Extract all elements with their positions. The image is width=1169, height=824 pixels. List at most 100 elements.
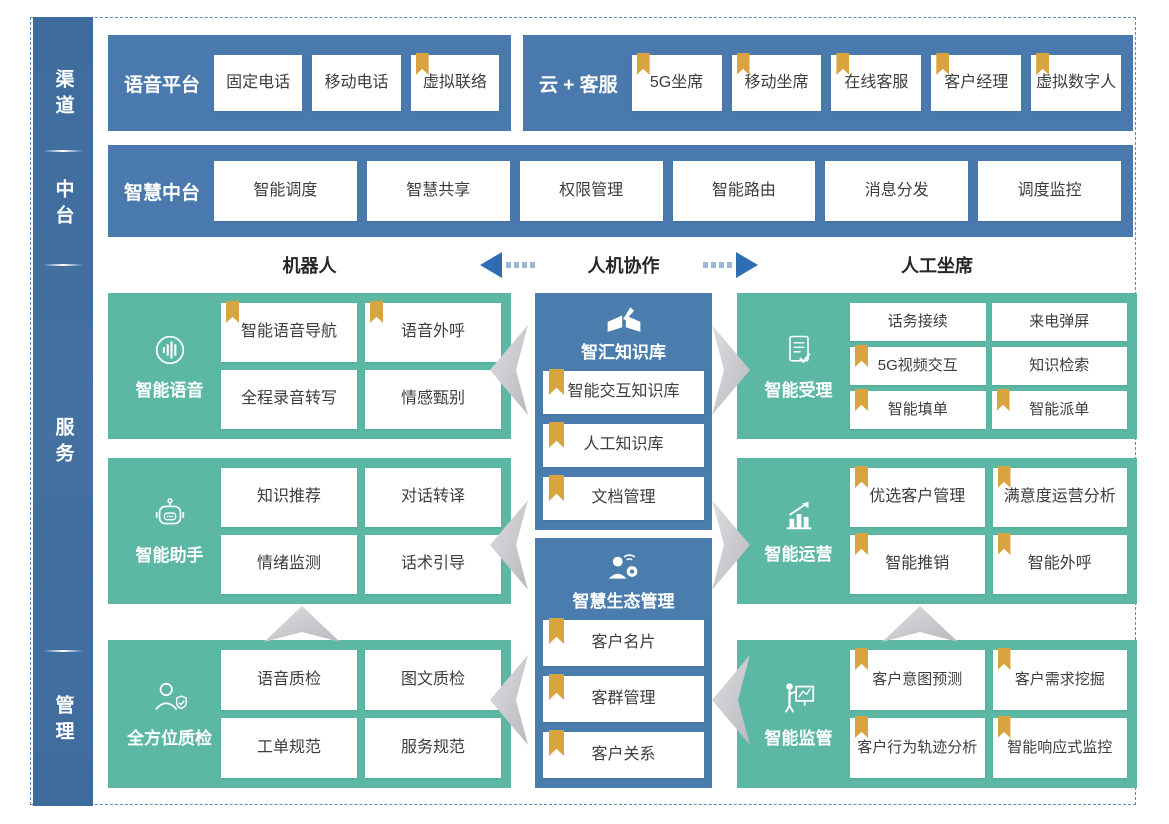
chip: 智能调度 [214, 161, 357, 221]
sidebar-label-channel: 渠道 [52, 69, 74, 121]
chip: 智能派单 [991, 389, 1127, 429]
chip: 客户需求挖掘 [992, 648, 1127, 710]
block-smart-operation: 智能运营 优选客户管理满意度运营分析智能推销智能外呼 [737, 458, 1137, 604]
block-knowledge-base-chips: 智能交互知识库人工知识库文档管理 [543, 369, 704, 520]
chip-label: 话术引导 [400, 555, 465, 573]
bookmark-icon [855, 466, 868, 488]
chip: 权限管理 [519, 161, 663, 221]
block-ecosystem-management-header: 智慧生态管理 [543, 546, 704, 620]
chip: 满意度运营分析 [992, 466, 1127, 527]
chip-label: 客群管理 [591, 689, 656, 707]
bookmark-icon [549, 674, 564, 700]
chip-label: 服务规范 [400, 738, 465, 756]
bookmark-icon [1036, 53, 1050, 75]
bookmark-icon [936, 53, 950, 75]
section-header-collab: 人机协作 [587, 256, 660, 276]
block-smart-assistant-label: 智能助手 [118, 468, 221, 594]
block-title: 智能监管 [764, 729, 833, 748]
band-voice-platform: 语音平台 固定电话移动电话虚拟联络 [108, 35, 511, 131]
chip-label: 客户行为轨迹分析 [857, 739, 978, 757]
chip-label: 客户需求挖掘 [1014, 671, 1105, 689]
bookmark-icon [415, 53, 429, 75]
chip: 客户关系 [543, 730, 704, 778]
chip-label: 调度监控 [1017, 181, 1082, 199]
band-cloud-service: 云 + 客服 5G坐席 移动坐席 在线客服 客户经理 虚拟数字人 [523, 35, 1133, 131]
chip: 文档管理 [543, 475, 704, 520]
chip-label: 智能推销 [885, 555, 950, 573]
chip: 智能响应式监控 [992, 716, 1127, 778]
chip-label: 权限管理 [559, 181, 624, 199]
chip: 智能交互知识库 [543, 369, 704, 414]
sidebar-divider [43, 150, 83, 152]
chip: 服务规范 [365, 718, 501, 778]
chip-label: 对话转译 [400, 488, 465, 506]
chip: 知识检索 [991, 347, 1127, 385]
chip-label: 消息分发 [864, 181, 929, 199]
section-header-robot: 机器人 [282, 256, 337, 276]
chip-label: 客户意图预测 [872, 671, 963, 689]
block-title: 智能助手 [135, 546, 204, 565]
block-smart-supervision-label: 智能监管 [747, 650, 850, 778]
chip: 客户名片 [543, 618, 704, 666]
chip: 话务接续 [850, 303, 986, 341]
sidebar-divider [43, 650, 83, 652]
chip-label: 满意度运营分析 [1003, 488, 1116, 506]
chip: 情感甄别 [365, 370, 501, 429]
knowledge-book-icon [604, 305, 644, 335]
bookmark-icon [549, 422, 564, 448]
bookmark-icon [855, 716, 868, 738]
chip-label: 智能填单 [887, 401, 948, 419]
chip-label: 客户名片 [591, 633, 656, 651]
chip-label: 来电弹屏 [1029, 313, 1090, 331]
chip: 移动电话 [312, 55, 401, 111]
bookmark-icon [855, 345, 868, 367]
chip: 虚拟数字人 [1031, 53, 1122, 111]
bookmark-icon [997, 533, 1011, 555]
presenter-board-icon [780, 679, 818, 717]
chip-label: 工单规范 [256, 738, 321, 756]
chip: 消息分发 [825, 161, 969, 221]
chip: 图文质检 [365, 650, 501, 710]
chip-label: 移动电话 [324, 73, 389, 91]
chip-label: 客户经理 [944, 73, 1009, 91]
band-mid-chips: 智能调度智慧共享权限管理智能路由消息分发调度监控 [214, 161, 1121, 221]
block-ecosystem-management: 智慧生态管理 客户名片客群管理客户关系 [535, 538, 712, 788]
chip: 人工知识库 [543, 422, 704, 467]
sidebar-divider [43, 264, 83, 266]
chip-label: 在线客服 [844, 73, 909, 91]
chip: 语音质检 [221, 650, 357, 710]
sidebar-label-midplatform: 中台 [52, 179, 74, 231]
chip: 话术引导 [365, 535, 501, 594]
robot-icon [151, 496, 189, 534]
block-knowledge-base-header: 智汇知识库 [543, 301, 704, 371]
chip-label: 固定电话 [226, 73, 291, 91]
bookmark-icon [836, 53, 850, 75]
voice-icon [151, 331, 189, 369]
band-title: 云 + 客服 [539, 74, 618, 96]
chip-label: 虚拟联络 [422, 73, 487, 91]
chip: 固定电话 [214, 55, 303, 111]
block-quality-check-chips: 语音质检图文质检工单规范 服务规范 [221, 650, 501, 778]
sidebar-label-service: 服务 [52, 417, 74, 469]
block-smart-voice: 智能语音 智能语音导航语音外呼全程录音转写情感甄别 [108, 293, 511, 439]
chip-label: 智能交互知识库 [567, 383, 680, 401]
chip-label: 话务接续 [887, 313, 948, 331]
chip-label: 移动坐席 [744, 73, 809, 91]
band-voice-chips: 固定电话 移动电话 虚拟联络 [214, 53, 499, 111]
block-smart-acceptance-label: 智能受理 [747, 303, 850, 429]
chip-label: 知识推荐 [256, 488, 321, 506]
chip: 全程录音转写 [221, 370, 357, 429]
chip: 优选客户管理 [850, 466, 985, 527]
block-title: 全方位质检 [127, 729, 212, 748]
chip-label: 5G视频交互 [877, 357, 958, 375]
block-title: 智能受理 [764, 381, 833, 400]
document-check-icon [781, 331, 817, 369]
chip-label: 虚拟数字人 [1036, 73, 1117, 91]
band-smart-middle-platform: 智慧中台 智能调度智慧共享权限管理智能路由消息分发调度监控 [108, 145, 1133, 237]
block-smart-operation-chips: 优选客户管理满意度运营分析智能推销智能外呼 [850, 466, 1127, 594]
chip-label: 5G坐席 [649, 73, 704, 91]
bookmark-icon [855, 389, 868, 411]
chip-label: 知识检索 [1029, 357, 1090, 375]
chip: 语音外呼 [365, 301, 501, 362]
quality-inspector-icon [151, 679, 189, 717]
